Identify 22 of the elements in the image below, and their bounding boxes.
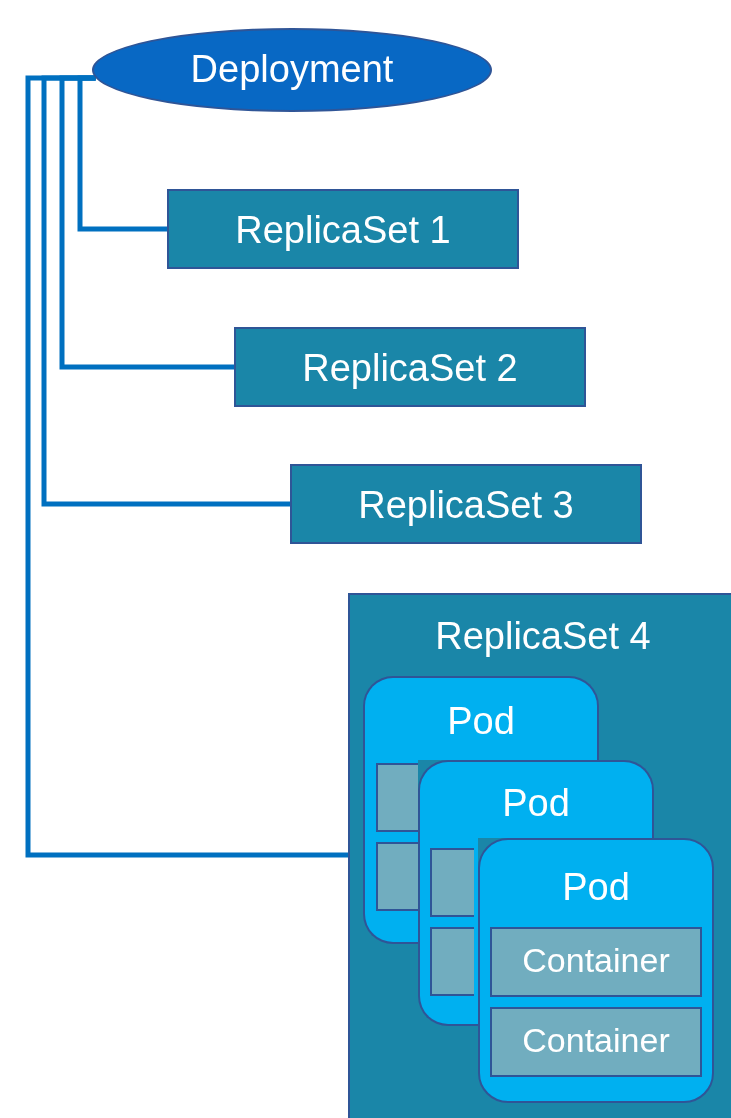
replicaset-box: [167, 189, 519, 269]
node-label: ReplicaSet 3: [357, 484, 575, 528]
connector-line: [25, 75, 348, 858]
replicaset-box: [290, 464, 642, 544]
node-label: ReplicaSet 4: [434, 615, 652, 659]
box-shape: [376, 842, 418, 911]
node-label: Deployment: [189, 48, 395, 92]
node-label: Pod: [501, 782, 571, 826]
box-shape: [430, 848, 474, 917]
replicaset-panel: [348, 593, 731, 1118]
replicaset-box: [234, 327, 586, 407]
container-box: [490, 1007, 702, 1077]
node-label: ReplicaSet 2: [301, 347, 519, 391]
box-shape: [430, 927, 474, 996]
node-label: Container: [521, 941, 671, 981]
container-box: [490, 927, 702, 997]
node-label: ReplicaSet 1: [234, 209, 452, 253]
node-label: Pod: [561, 866, 631, 910]
node-label: Pod: [446, 700, 516, 744]
node-label: Container: [521, 1021, 671, 1061]
pod-box: [478, 838, 714, 1103]
box-shape: [376, 763, 418, 832]
